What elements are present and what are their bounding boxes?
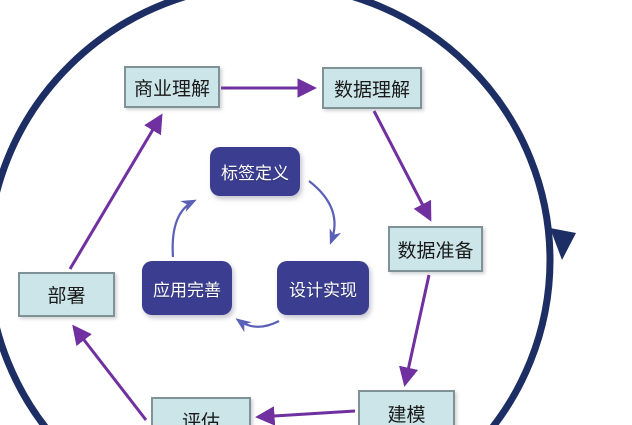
arrow-application-improvement-to-label-definition [171,199,197,258]
node-business-understanding: 商业理解 [124,66,220,108]
node-design-implementation: 设计实现 [277,261,369,315]
arrow-evaluation-to-deployment [72,324,148,421]
node-evaluation: 评估 [151,397,251,425]
node-application-improvement: 应用完善 [142,261,232,315]
node-deployment: 部署 [18,272,115,317]
arrow-label-definition-to-design-implementation [308,180,342,245]
node-data-understanding: 数据理解 [322,67,422,109]
arrow-data-understanding-to-data-preparation [372,110,432,222]
arrow-deployment-to-business [68,113,163,270]
outer-cycle-ring [0,0,554,425]
node-label-definition: 标签定义 [210,147,300,196]
outer-ring-arrowhead-icon [550,228,576,260]
node-data-preparation: 数据准备 [388,226,483,272]
arrow-data-preparation-to-modeling [399,274,431,387]
arrow-design-implementation-to-application-improvement [235,318,280,333]
arrow-modeling-to-evaluation [255,406,356,425]
node-modeling: 建模 [358,390,455,425]
